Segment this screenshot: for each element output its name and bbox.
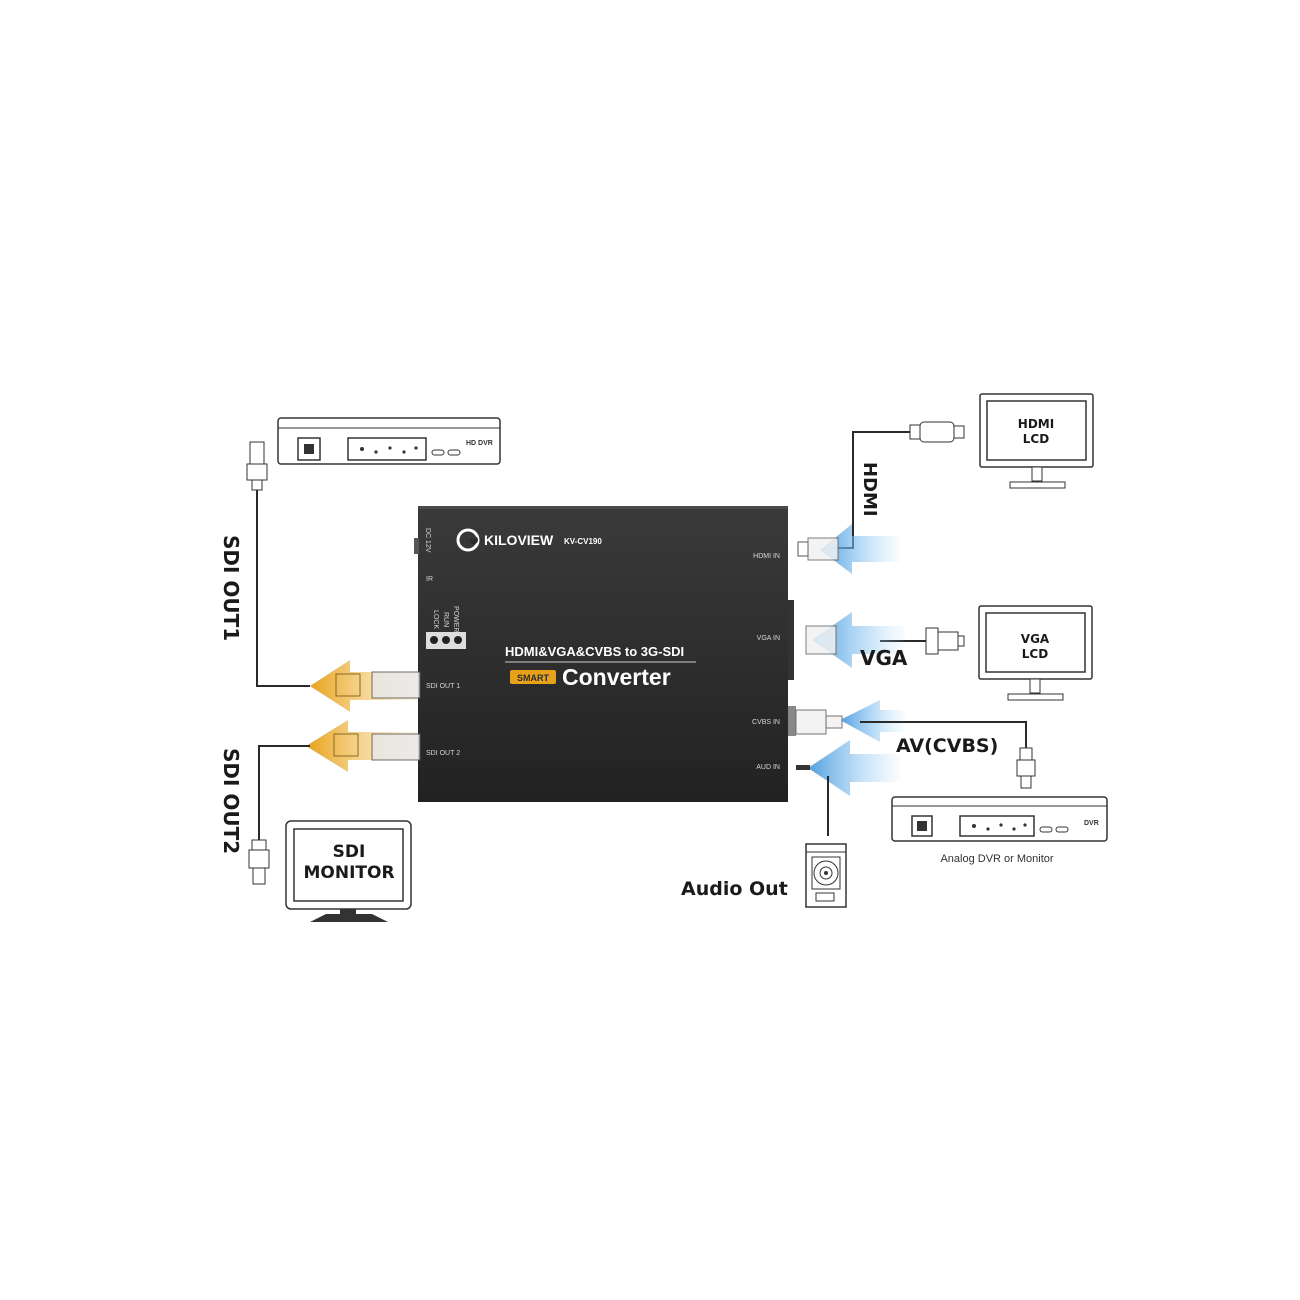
hdmi-lcd-line2: LCD bbox=[1023, 432, 1049, 446]
hdmi-label: HDMI bbox=[859, 462, 880, 517]
sdi-monitor-line1: SDI bbox=[333, 842, 366, 862]
lock-led bbox=[430, 636, 438, 644]
sdi-out1-arrow bbox=[310, 660, 421, 712]
smart-badge-text: SMART bbox=[517, 673, 549, 683]
vga-label: VGA bbox=[860, 646, 908, 670]
cvbs-in-port: CVBS IN bbox=[752, 719, 780, 726]
hdmi-in-arrow bbox=[797, 524, 900, 574]
bnc-connector-icon bbox=[1016, 747, 1036, 789]
smart-badge bbox=[510, 670, 556, 684]
vga-in-arrow bbox=[805, 612, 905, 668]
run-label: RUN bbox=[442, 612, 449, 627]
dvr-label: DVR bbox=[1084, 820, 1099, 827]
run-led bbox=[442, 636, 450, 644]
hdmi-lcd-device: HDMI LCD bbox=[979, 393, 1094, 489]
audio-out-label: Audio Out bbox=[681, 878, 788, 900]
speaker-icon bbox=[805, 843, 847, 908]
sdi-monitor-device: SDI MONITOR bbox=[285, 820, 412, 922]
av-cvbs-label: AV(CVBS) bbox=[896, 735, 998, 757]
vga-lcd-line2: LCD bbox=[1022, 647, 1048, 661]
sdi-out1-label: SDI OUT1 bbox=[219, 535, 243, 641]
brand-name: KILOVIEW bbox=[484, 532, 554, 548]
analog-dvr-device: DVR bbox=[891, 796, 1108, 842]
aud-in-arrow bbox=[796, 740, 900, 796]
power-label: POWER bbox=[452, 606, 459, 632]
hd-dvr-label: HD DVR bbox=[466, 440, 493, 447]
hdmi-plug-icon bbox=[909, 421, 965, 443]
bnc-connector-icon bbox=[248, 839, 270, 885]
sdi-out-2-port: SDI OUT 2 bbox=[426, 750, 460, 757]
converter-subtitle: Converter bbox=[562, 664, 671, 690]
aud-in-port: AUD IN bbox=[756, 764, 780, 771]
model-name: KV-CV190 bbox=[564, 537, 602, 546]
hd-dvr-device: HD DVR bbox=[277, 417, 501, 465]
hdmi-in-port: HDMI IN bbox=[753, 553, 780, 560]
lock-label: LOCK bbox=[432, 610, 439, 629]
analog-dvr-caption: Analog DVR or Monitor bbox=[940, 853, 1053, 865]
vga-in-port: VGA IN bbox=[757, 635, 780, 642]
converter-device: KILOVIEW KV-CV190 DC 12V IR POWER RUN LO… bbox=[414, 506, 796, 802]
vga-plug-icon bbox=[925, 627, 965, 655]
dc-label: DC 12V bbox=[424, 528, 431, 553]
vga-lcd-device: VGA LCD bbox=[978, 605, 1093, 701]
sdi-monitor-line2: MONITOR bbox=[303, 863, 394, 883]
bnc-connector-icon bbox=[246, 441, 268, 491]
vga-lcd-line1: VGA bbox=[1021, 632, 1050, 646]
hdmi-lcd-line1: HDMI bbox=[1018, 417, 1054, 431]
sdi-out-1-port: SDI OUT 1 bbox=[426, 683, 460, 690]
ir-label: IR bbox=[426, 576, 433, 583]
sdi-out2-label: SDI OUT2 bbox=[219, 748, 243, 854]
sdi-out2-arrow bbox=[306, 720, 421, 772]
power-led bbox=[454, 636, 462, 644]
converter-title: HDMI&VGA&CVBS to 3G-SDI bbox=[505, 644, 684, 659]
